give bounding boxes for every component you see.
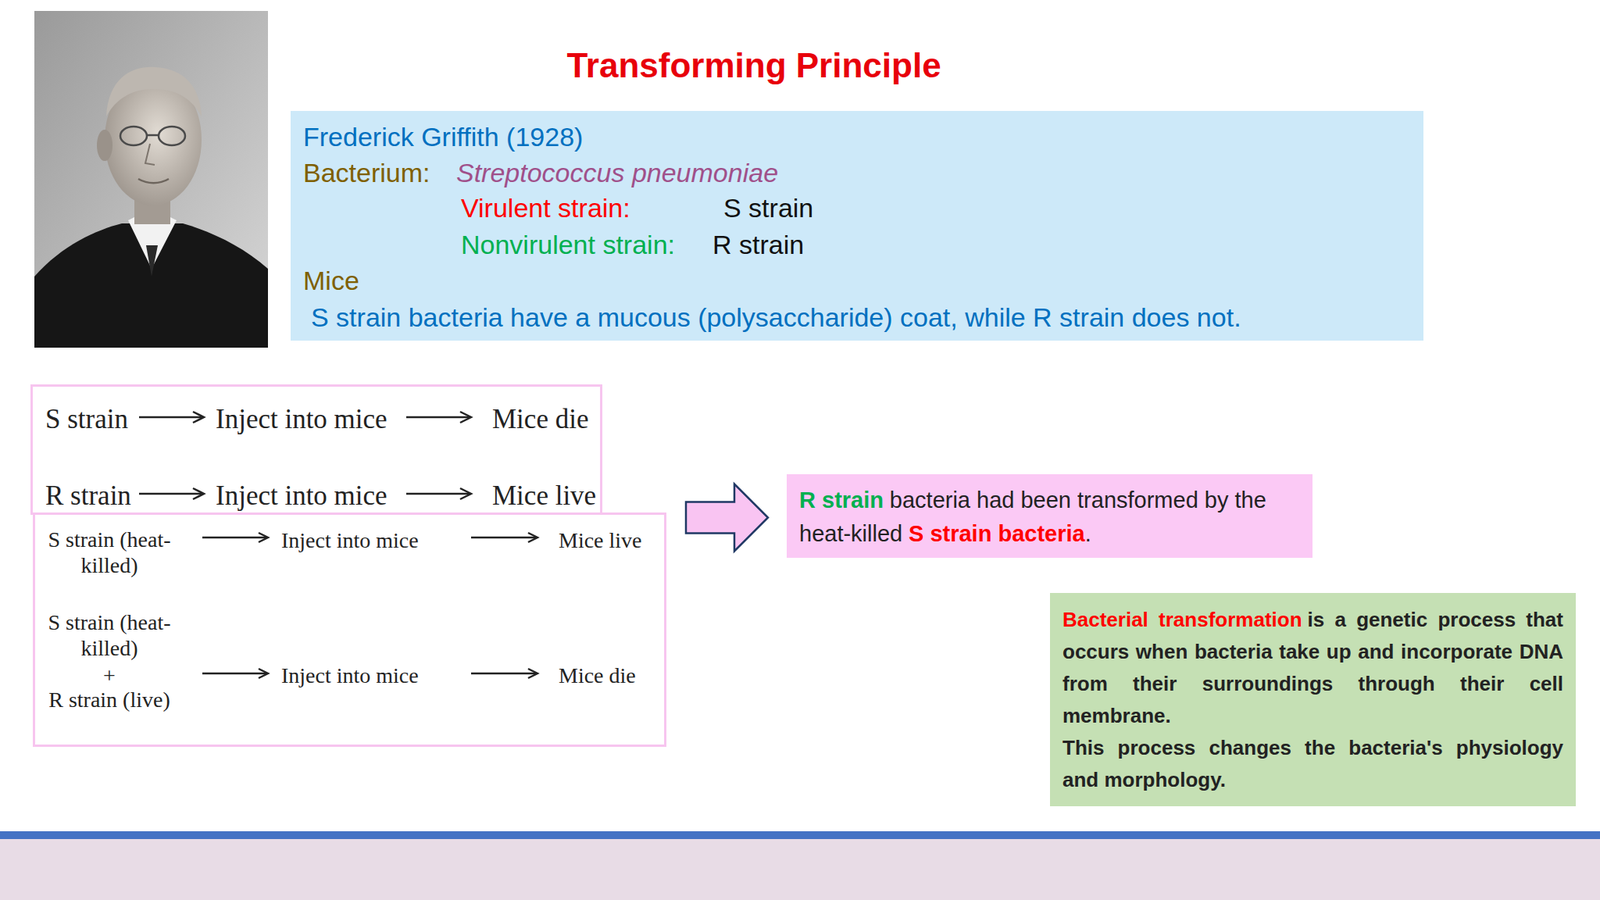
result-text: Mice live: [492, 478, 597, 514]
footer-band: [0, 839, 1600, 900]
experiment-box: S strainInject into miceMice dieR strain…: [30, 384, 603, 515]
block-arrow: [685, 484, 768, 552]
step-text: S strain (heat-killed): [46, 609, 172, 661]
definition-box: Bacterial transformationis a genetic pro…: [1050, 592, 1576, 807]
field-label: Nonvirulent strain:: [460, 228, 675, 261]
step-text: R strain (live): [46, 686, 172, 713]
paragraph: Bacterial transformationis a genetic pro…: [1062, 603, 1564, 733]
term-heading: Bacterial transformation: [1062, 607, 1303, 632]
species-name: Streptococcus pneumoniae: [456, 157, 779, 189]
punctuation: .: [1085, 521, 1092, 547]
info-box: Frederick Griffith (1928) Bacterium: Strep…: [290, 110, 1424, 341]
field-label: Mice: [303, 264, 360, 297]
footer-line: [0, 831, 1600, 840]
step-text: R strain: [45, 478, 132, 514]
experiment-box: S strain (heat-killed)Inject into miceMi…: [32, 512, 667, 747]
step-text: Inject into mice: [215, 478, 388, 514]
strain-name: R strain: [712, 228, 804, 261]
strain-name: S strain bacteria: [908, 521, 1086, 547]
result-text: Mice die: [558, 662, 636, 689]
step-text: Inject into mice: [281, 527, 419, 554]
plus-sign: +: [46, 662, 172, 689]
scientist-name: Frederick Griffith (1928): [303, 121, 583, 153]
step-text: Inject into mice: [281, 662, 419, 689]
note-text: S strain bacteria have a mucous (polysac…: [310, 301, 1242, 333]
portrait-photo: [34, 10, 268, 348]
result-text: Mice die: [492, 402, 589, 437]
step-text: Inject into mice: [215, 402, 388, 437]
paragraph: R strainbacteria had been transformed by…: [799, 483, 1292, 551]
paragraph: This process changes the bacteria's phys…: [1062, 732, 1564, 797]
result-text: Mice live: [558, 527, 643, 554]
slide-title: Transforming Principle: [441, 43, 1067, 88]
field-label: Bacterium:: [303, 157, 431, 189]
step-text: S strain (heat-killed): [46, 526, 172, 579]
field-label: Virulent strain:: [460, 192, 631, 224]
step-text: S strain: [45, 402, 129, 437]
conclusion-box: R strainbacteria had been transformed by…: [786, 474, 1313, 558]
strain-name: R strain: [799, 487, 884, 513]
strain-name: S strain: [723, 192, 814, 224]
definition-text: This process changes the bacteria's phys…: [1062, 735, 1564, 792]
